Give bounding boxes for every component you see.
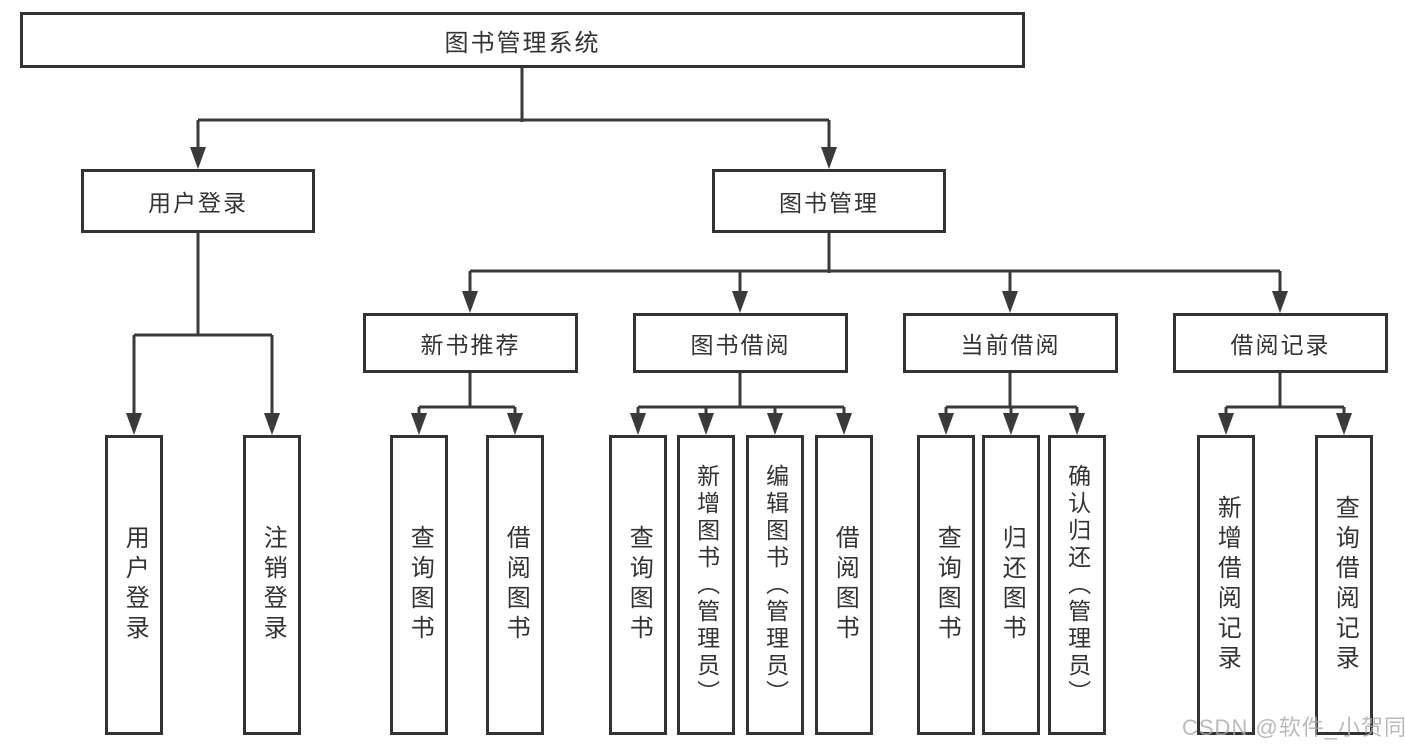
node-book-borrowing: 图书借阅 (633, 313, 848, 373)
csdn-watermark: CSDN @软件_小贺同学 (1182, 715, 1405, 740)
leaf-return-book: 归还图书 (982, 435, 1040, 735)
node-label: 新增借阅记录 (1213, 495, 1241, 675)
node-new-book-recommend: 新书推荐 (363, 313, 578, 373)
node-label: 新增图书（管理员） (693, 463, 720, 707)
arrow-down-icon (836, 413, 852, 435)
arrow-down-icon (732, 291, 748, 313)
arrow-down-icon (630, 413, 646, 435)
leaf-borrow-books-2: 借阅图书 (815, 435, 873, 735)
node-label: 查询借阅记录 (1331, 495, 1359, 675)
node-library-system: 图书管理系统 (20, 12, 1025, 68)
node-label: 归还图书 (998, 525, 1026, 645)
node-label: 新书推荐 (420, 332, 521, 358)
arrow-down-icon (821, 147, 837, 169)
node-borrowing-records: 借阅记录 (1173, 313, 1388, 373)
node-label: 确认归还（管理员） (1064, 463, 1091, 707)
tree-connector-path (132, 68, 1346, 416)
node-current-borrowing: 当前借阅 (903, 313, 1118, 373)
node-label: 查询图书 (625, 525, 653, 645)
leaf-logout: 注销登录 (243, 435, 301, 735)
arrow-down-icon (264, 413, 280, 435)
node-label: 编辑图书（管理员） (762, 463, 789, 707)
arrow-down-icon (1069, 413, 1085, 435)
node-label: 图书借阅 (690, 332, 791, 358)
arrow-down-icon (1218, 413, 1234, 435)
node-label: 借阅图书 (831, 525, 859, 645)
arrow-down-icon (462, 291, 478, 313)
node-label: 当前借阅 (960, 332, 1061, 358)
node-label: 图书管理系统 (444, 29, 601, 57)
arrow-down-icon (411, 413, 427, 435)
node-label: 借阅记录 (1230, 332, 1331, 358)
arrow-down-icon (1272, 291, 1288, 313)
arrow-down-icon (938, 413, 954, 435)
arrow-down-icon (767, 413, 783, 435)
leaf-confirm-return-admin: 确认归还（管理员） (1048, 435, 1106, 735)
node-label: 查询图书 (933, 525, 961, 645)
arrowhead-icons (126, 147, 1352, 435)
arrow-down-icon (507, 413, 523, 435)
leaf-edit-book-admin: 编辑图书（管理员） (746, 435, 804, 735)
node-label: 查询图书 (406, 525, 434, 645)
arrow-down-icon (126, 413, 142, 435)
leaf-query-borrow-record: 查询借阅记录 (1315, 435, 1373, 735)
arrow-down-icon (190, 147, 206, 169)
leaf-query-books-2: 查询图书 (609, 435, 667, 735)
arrow-down-icon (1336, 413, 1352, 435)
node-user-login: 用户登录 (81, 169, 315, 233)
node-label: 图书管理 (779, 190, 879, 216)
leaf-borrow-books-1: 借阅图书 (486, 435, 544, 735)
leaf-user-login: 用户登录 (105, 435, 163, 735)
node-label: 注销登录 (259, 525, 287, 645)
node-label: 用户登录 (148, 190, 248, 216)
arrow-down-icon (1003, 413, 1019, 435)
leaf-query-books-3: 查询图书 (917, 435, 975, 735)
leaf-query-books-1: 查询图书 (390, 435, 448, 735)
node-label: 用户登录 (121, 525, 149, 645)
leaf-add-book-admin: 新增图书（管理员） (677, 435, 735, 735)
arrow-down-icon (1002, 291, 1018, 313)
leaf-add-borrow-record: 新增借阅记录 (1197, 435, 1255, 735)
node-label: 借阅图书 (502, 525, 530, 645)
arrow-down-icon (698, 413, 714, 435)
node-book-management: 图书管理 (712, 169, 946, 233)
